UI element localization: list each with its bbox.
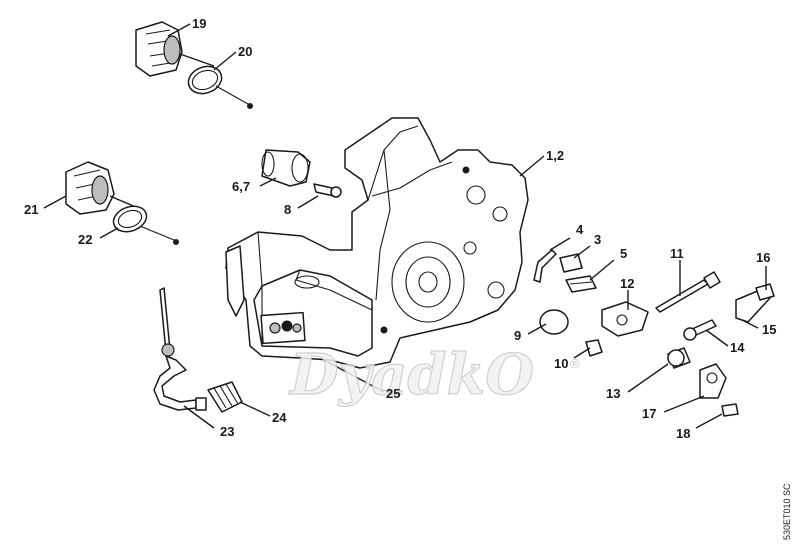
pickup-assembly-upper (135, 21, 253, 109)
label-3: 3 (594, 232, 601, 247)
leader-lines (43, 23, 767, 429)
label-1-2: 1,2 (546, 148, 564, 163)
label-15: 15 (762, 322, 776, 337)
label-17: 17 (642, 406, 656, 421)
label-18: 18 (676, 426, 690, 441)
label-19: 19 (192, 16, 206, 31)
label-11: 11 (670, 246, 684, 261)
watermark-text: DyadkO (288, 342, 534, 408)
label-23: 23 (220, 424, 234, 439)
fuel-hose-drawing (153, 287, 243, 413)
label-21: 21 (24, 202, 38, 217)
label-25: 25 (386, 386, 400, 401)
right-side-parts (533, 249, 775, 417)
label-8: 8 (284, 202, 291, 217)
label-9: 9 (514, 328, 521, 343)
label-16: 16 (756, 250, 770, 265)
label-5: 5 (620, 246, 627, 261)
label-22: 22 (78, 232, 92, 247)
label-24: 24 (272, 410, 287, 425)
label-6-7: 6,7 (232, 179, 250, 194)
label-4: 4 (576, 222, 584, 237)
annular-buffer-drawing (261, 149, 342, 198)
crankcase-drawing (225, 117, 529, 369)
label-10: 10 (554, 356, 568, 371)
watermark-registered-mark: ® (570, 356, 580, 371)
label-13: 13 (606, 386, 620, 401)
part-labels: 19 20 1,2 6,7 8 21 22 4 3 5 11 16 12 9 1… (24, 16, 776, 441)
label-14: 14 (730, 340, 745, 355)
pickup-assembly-lower (65, 161, 179, 245)
reference-code: 530ET010 SC (782, 483, 792, 540)
label-12: 12 (620, 276, 634, 291)
label-20: 20 (238, 44, 252, 59)
watermark: DyadkO ® (287, 341, 580, 408)
